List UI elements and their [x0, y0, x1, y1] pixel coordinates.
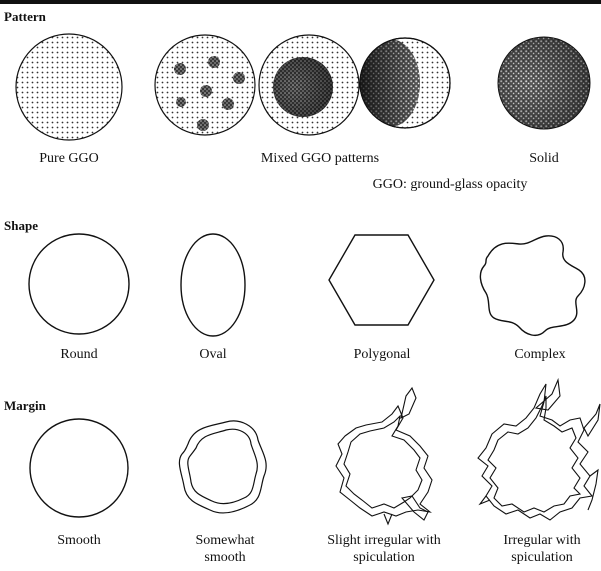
oval-shape-illustration: [181, 234, 245, 336]
polygonal-shape-illustration: [329, 235, 434, 325]
round-shape-illustration: [29, 234, 129, 334]
irregular-spiculation-illustration: [478, 380, 600, 520]
solid-label: Solid: [504, 150, 584, 167]
smooth-margin-illustration: [30, 419, 128, 517]
slight-irregular-spiculation-illustration: [336, 388, 432, 524]
somewhat-smooth-margin-illustration: [179, 421, 266, 513]
mixed-ggo-central-solid-illustration: [259, 35, 359, 135]
somewhat-smooth-label: Somewhat smooth: [180, 532, 270, 566]
complex-label: Complex: [490, 346, 590, 363]
pure-ggo-label: Pure GGO: [9, 150, 129, 167]
mixed-ggo-label: Mixed GGO patterns: [220, 150, 420, 167]
pure-ggo-illustration: [16, 34, 122, 140]
solid-illustration: [498, 37, 590, 129]
ggo-definition-note: GGO: ground-glass opacity: [340, 176, 560, 193]
slight-irregular-label: Slight irregular with spiculation: [309, 532, 459, 566]
complex-shape-illustration: [480, 236, 585, 335]
mixed-ggo-scattered-illustration: [155, 35, 255, 135]
round-label: Round: [39, 346, 119, 363]
smooth-label: Smooth: [39, 532, 119, 549]
polygonal-label: Polygonal: [332, 346, 432, 363]
oval-label: Oval: [173, 346, 253, 363]
irregular-label: Irregular with spiculation: [488, 532, 596, 566]
mixed-ggo-partial-solid-illustration: [360, 38, 450, 128]
